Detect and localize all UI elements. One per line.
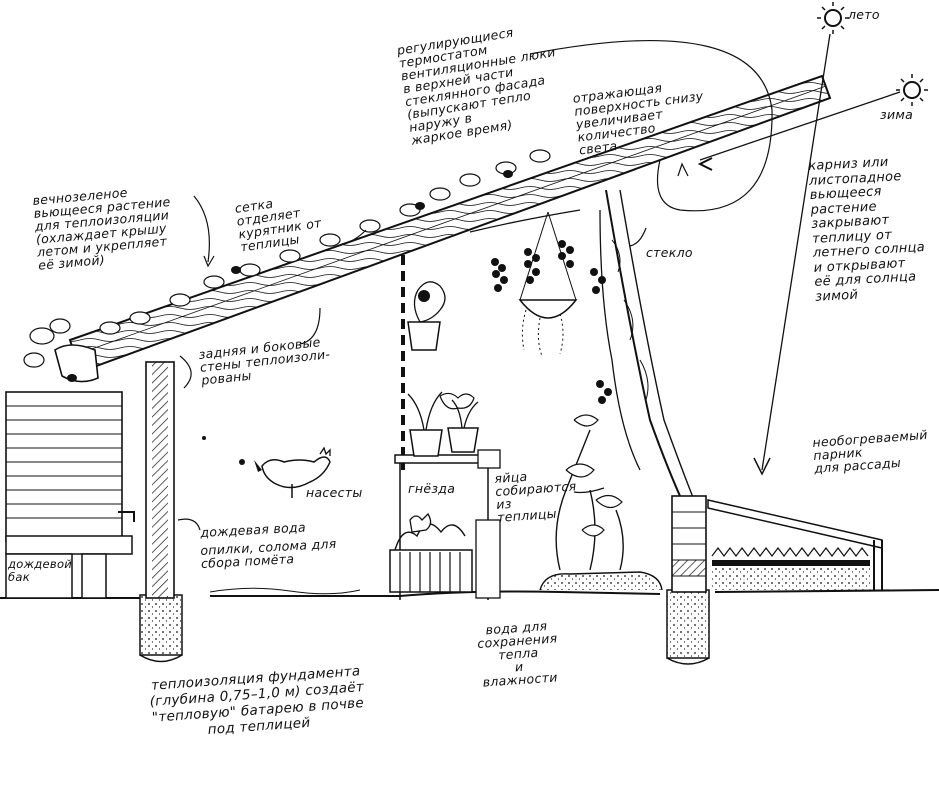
water-storage-label: вода для сохранения тепла и влажности xyxy=(476,618,559,690)
summer-label: лето xyxy=(848,7,880,22)
evergreen-plant-label: вечнозеленое вьющееся растение для тепло… xyxy=(31,184,172,273)
roof-climbing-plant xyxy=(23,149,551,368)
roof-plant-dark-leaves xyxy=(67,170,513,382)
ground-texture xyxy=(209,587,361,595)
cold-frame-label: необогреваемый парник для рассады xyxy=(811,426,929,476)
potted-plants xyxy=(407,281,479,457)
rain-barrel xyxy=(5,391,135,599)
winter-ray-arrowhead xyxy=(697,157,713,171)
leader-lines xyxy=(177,40,773,531)
front-plant-bed xyxy=(539,414,663,591)
glass-facade xyxy=(605,189,697,506)
sun-icon-summer xyxy=(817,2,849,34)
left-foundation xyxy=(139,594,183,663)
back-wall xyxy=(145,361,175,599)
winter-sun-ray xyxy=(699,91,901,161)
gutter xyxy=(54,344,99,383)
sun-icon-winter xyxy=(896,74,928,106)
nests-label: гнёзда xyxy=(408,481,456,496)
eggs-label: яйца собираются из теплицы xyxy=(493,468,577,525)
right-foundation xyxy=(666,589,710,665)
rain-tank-label: дождевой бак xyxy=(8,557,73,584)
glass-label: стекло xyxy=(646,245,693,260)
perches-label: насесты xyxy=(306,485,363,500)
hanging-basket xyxy=(518,211,578,357)
summer-ray-arrowhead xyxy=(753,457,771,476)
eaves-label: карниз или листопадное вьющееся растение… xyxy=(807,154,926,305)
winter-label: зима xyxy=(880,107,914,122)
grape-vines xyxy=(491,240,612,404)
nest-shelf xyxy=(389,449,501,600)
vine-stems xyxy=(469,209,641,471)
chicken-icon xyxy=(202,436,331,498)
front-brick-base xyxy=(671,495,707,593)
summer-sun-ray xyxy=(761,33,831,471)
cold-frame xyxy=(707,499,883,590)
